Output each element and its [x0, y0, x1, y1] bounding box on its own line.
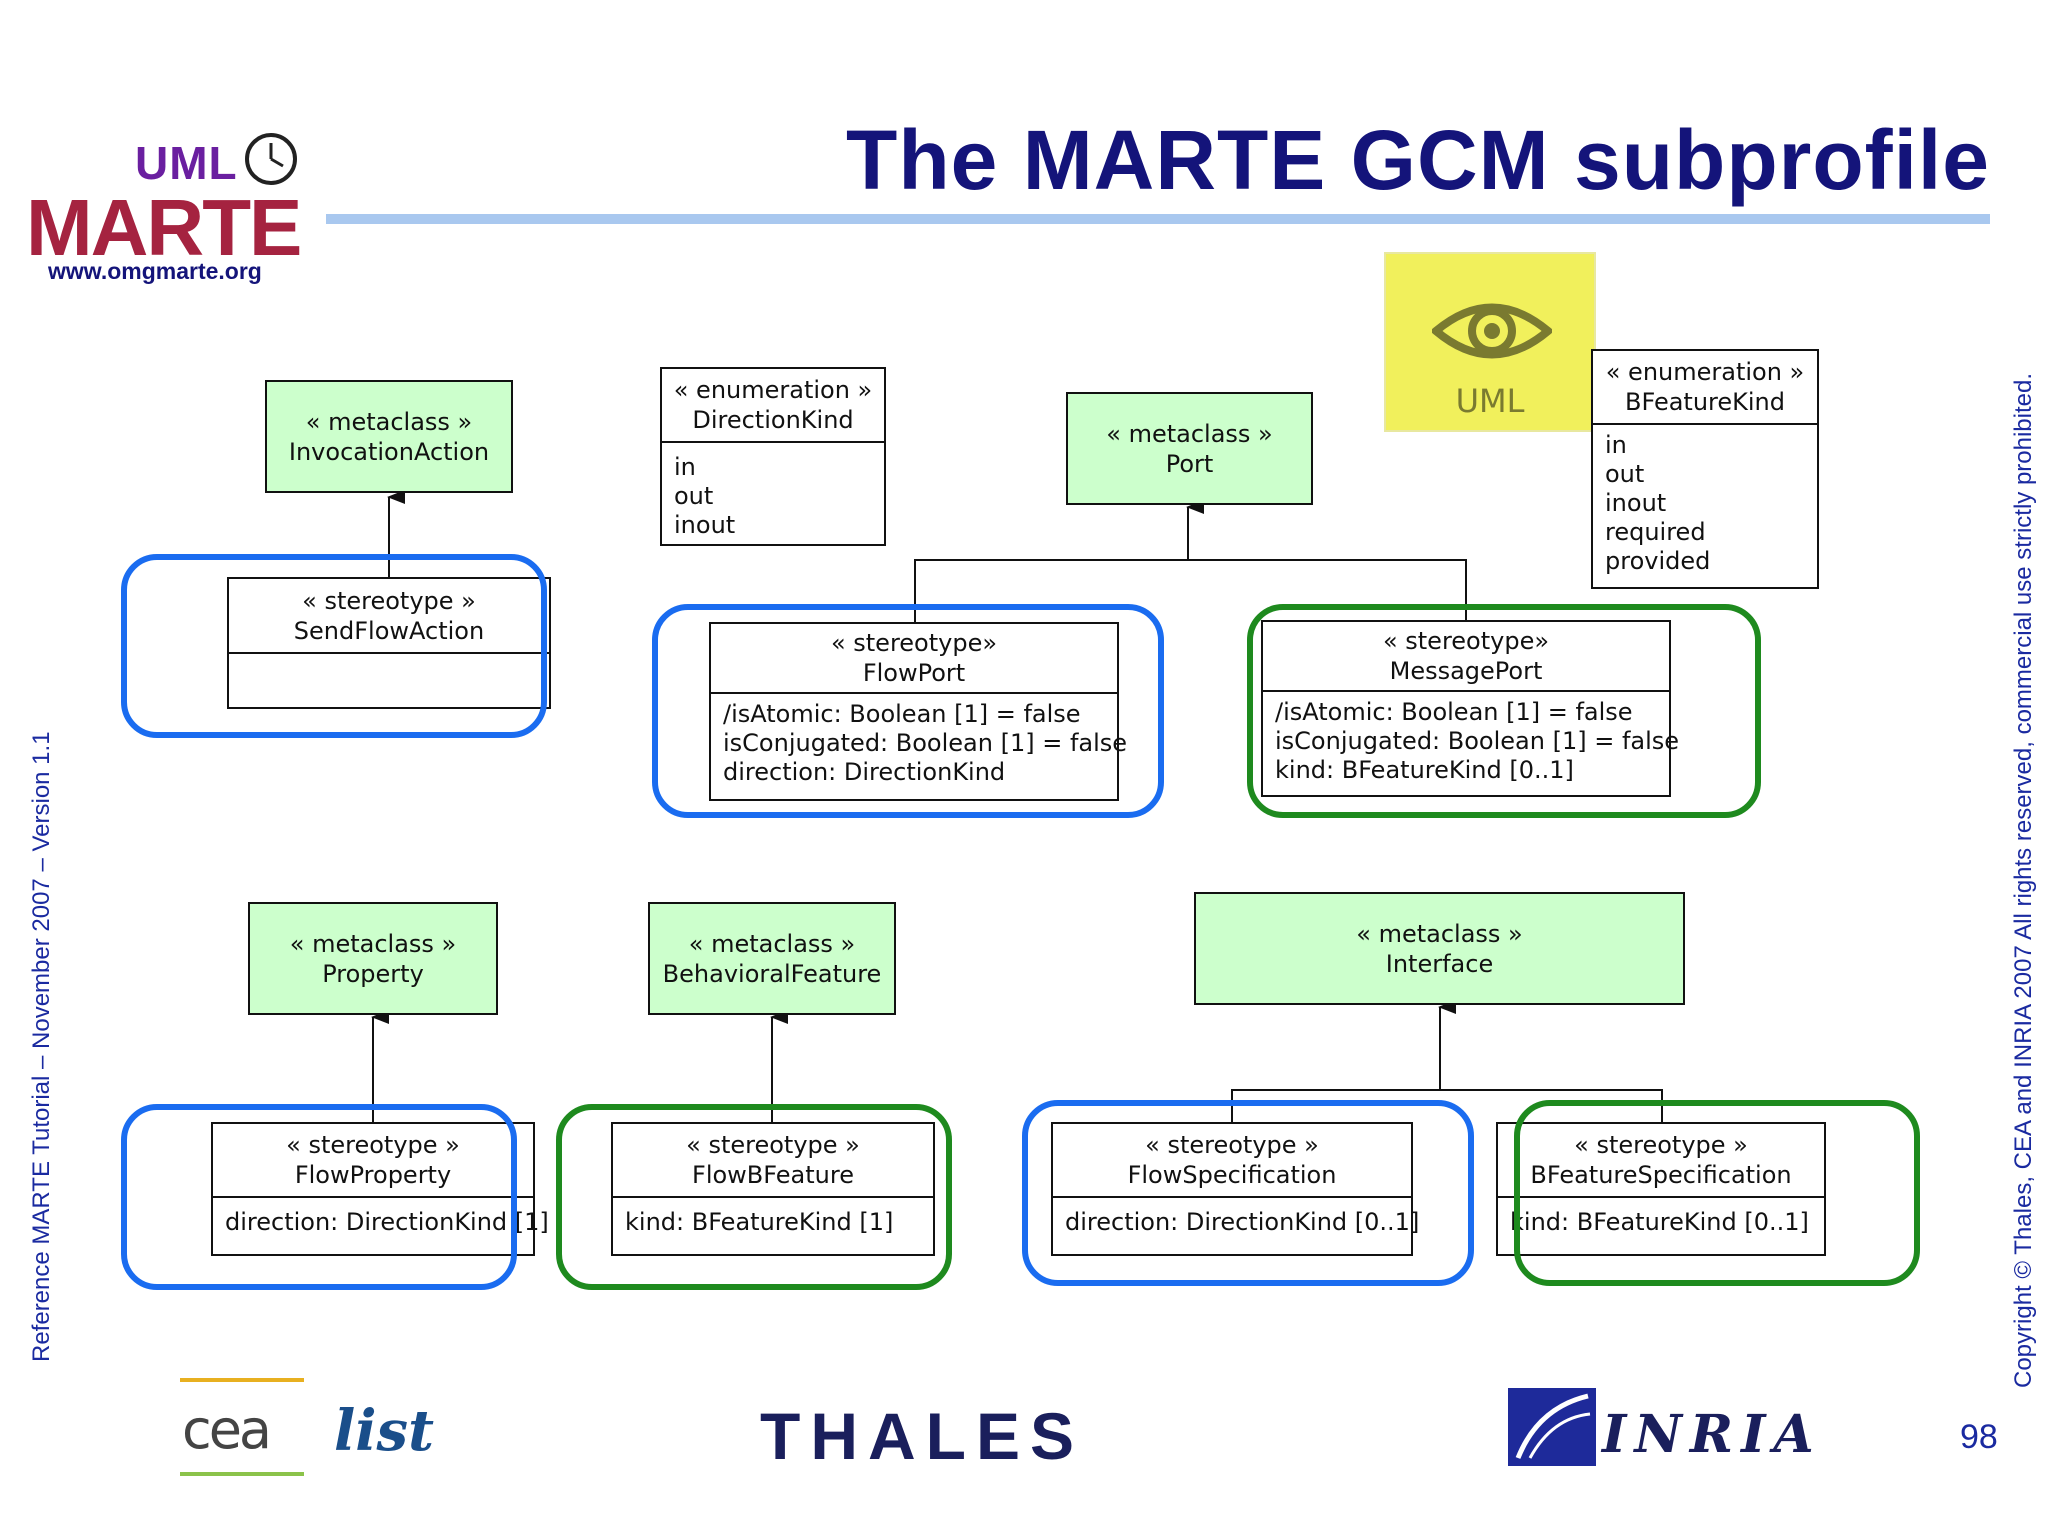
highlight-flowspecification	[1022, 1100, 1474, 1286]
class-name: BFeatureSpecification	[1530, 1161, 1792, 1189]
stereotype-label: « metaclass »	[305, 407, 473, 436]
inria-logo: INRIA	[1602, 1404, 1822, 1465]
enum-literal: inout	[674, 511, 736, 539]
class-name: Property	[322, 959, 424, 988]
enumeration-bfeaturekind: « enumeration » BFeatureKind in out inou…	[1591, 349, 1819, 589]
stereotype-label: « enumeration »	[673, 376, 873, 404]
attribute: /isAtomic: Boolean [1] = false	[723, 700, 1081, 728]
stereotype-label: « stereotype»	[1382, 627, 1550, 655]
clock-icon	[245, 133, 297, 185]
logo-marte: MARTE	[26, 183, 302, 272]
page-title: The MARTE GCM subprofile	[846, 113, 1990, 207]
inria-logo-icon	[1508, 1388, 1596, 1466]
cea-logo: cea	[182, 1398, 272, 1461]
stereotype-flowbfeature: « stereotype » FlowBFeature kind: BFeatu…	[611, 1122, 935, 1256]
class-name: FlowBFeature	[692, 1161, 854, 1189]
uml-badge-label: UML	[1455, 382, 1525, 420]
extension-flowspecification	[1231, 1089, 1440, 1122]
thales-logo: THALES	[760, 1399, 1084, 1473]
stereotype-label: « stereotype »	[1145, 1131, 1319, 1159]
class-name: DirectionKind	[692, 406, 854, 434]
uml-badge: UML	[1384, 252, 1596, 432]
class-name: BehavioralFeature	[662, 959, 882, 988]
attribute: direction: DirectionKind	[723, 758, 1006, 786]
enum-literal: in	[1605, 431, 1627, 459]
stereotype-label: « stereotype »	[686, 1131, 860, 1159]
enum-literal: in	[674, 453, 696, 481]
enum-literal: provided	[1605, 547, 1711, 575]
stereotype-label: « stereotype »	[302, 586, 476, 615]
highlight-flowport	[652, 604, 1164, 818]
attribute: direction: DirectionKind [1]	[225, 1208, 549, 1236]
attribute: direction: DirectionKind [0..1]	[1065, 1208, 1420, 1236]
cea-logo-rule	[180, 1472, 304, 1476]
extension-messageport	[1188, 559, 1467, 620]
enum-literal: out	[674, 482, 714, 510]
class-name: InvocationAction	[288, 437, 490, 466]
highlight-flowbfeature	[556, 1104, 952, 1290]
stereotype-label: « metaclass »	[1106, 419, 1273, 448]
metaclass-interface: « metaclass » Interface	[1194, 892, 1685, 1005]
class-name: SendFlowAction	[293, 616, 485, 645]
attribute: isConjugated: Boolean [1] = false	[1275, 727, 1680, 755]
class-name: Interface	[1385, 949, 1494, 978]
stereotype-label: « metaclass »	[1356, 919, 1523, 948]
stereotype-label: « stereotype »	[1574, 1131, 1748, 1159]
stereotype-flowport: « stereotype» FlowPort /isAtomic: Boolea…	[709, 622, 1128, 801]
stereotype-label: « metaclass »	[688, 929, 856, 958]
enum-literal: inout	[1605, 489, 1667, 517]
eye-icon	[1432, 303, 1552, 359]
class-name: FlowSpecification	[1127, 1161, 1337, 1189]
stereotype-sendflowaction: « stereotype » SendFlowAction	[227, 577, 551, 709]
stereotype-flowspecification: « stereotype » FlowSpecification directi…	[1051, 1122, 1420, 1256]
highlight-sendflowaction	[121, 554, 547, 738]
stereotype-flowproperty: « stereotype » FlowProperty direction: D…	[211, 1122, 549, 1256]
extension-bfeaturespecification	[1440, 1089, 1663, 1122]
highlight-messageport	[1247, 604, 1761, 818]
class-name: Port	[1165, 449, 1214, 478]
enum-literal: out	[1605, 460, 1645, 488]
metaclass-property: « metaclass » Property	[248, 902, 498, 1015]
attribute: isConjugated: Boolean [1] = false	[723, 729, 1128, 757]
attribute: /isAtomic: Boolean [1] = false	[1275, 698, 1633, 726]
cea-logo-rule	[180, 1378, 304, 1382]
class-name: FlowPort	[862, 659, 966, 687]
class-name: BFeatureKind	[1624, 388, 1785, 416]
attribute: kind: BFeatureKind [1]	[625, 1208, 894, 1236]
list-logo: list	[334, 1398, 434, 1464]
stereotype-label: « enumeration »	[1605, 358, 1805, 386]
page-number: 98	[1960, 1418, 1998, 1456]
enum-literal: required	[1605, 518, 1706, 546]
logo-url: www.omgmarte.org	[48, 258, 262, 284]
stereotype-bfeaturespecification: « stereotype » BFeatureSpecification kin…	[1496, 1122, 1826, 1256]
attribute: kind: BFeatureKind [0..1]	[1275, 756, 1574, 784]
stereotype-messageport: « stereotype» MessagePort /isAtomic: Boo…	[1261, 620, 1680, 797]
metaclass-port: « metaclass » Port	[1066, 392, 1313, 505]
metaclass-invocationaction: « metaclass » InvocationAction	[265, 380, 513, 493]
class-name: FlowProperty	[294, 1161, 452, 1189]
highlight-bfeaturespecification	[1514, 1100, 1920, 1286]
class-name: MessagePort	[1389, 657, 1543, 685]
extension-flowport	[914, 559, 1188, 622]
enumeration-directionkind: « enumeration » DirectionKind in out ino…	[660, 367, 886, 546]
title-divider	[326, 214, 1990, 224]
logo-uml: UML	[135, 137, 238, 189]
attribute: kind: BFeatureKind [0..1]	[1510, 1208, 1809, 1236]
stereotype-label: « metaclass »	[289, 929, 457, 958]
stereotype-label: « stereotype »	[286, 1131, 460, 1159]
stereotype-label: « stereotype»	[830, 629, 998, 657]
highlight-flowproperty	[121, 1104, 517, 1290]
metaclass-behavioralfeature: « metaclass » BehavioralFeature	[648, 902, 896, 1015]
